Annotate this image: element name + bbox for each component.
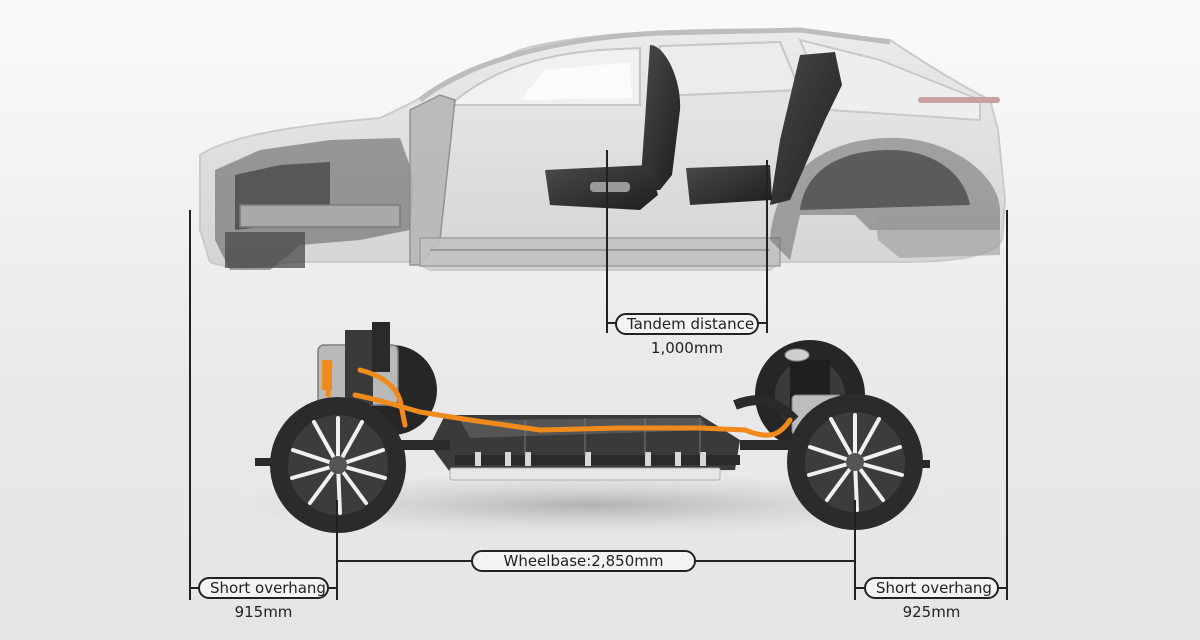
- vehicle-body-cutaway: [199, 27, 1007, 271]
- wheelbase-label: Wheelbase:2,850mm: [471, 550, 696, 572]
- rear-wheel: [787, 394, 923, 530]
- rear-overhang-value: 925mm: [902, 603, 961, 621]
- rear-overhang-label: Short overhang: [864, 577, 999, 599]
- front-overhang-value: 915mm: [234, 603, 293, 621]
- front-seat: [545, 45, 681, 210]
- high-voltage-cable: [325, 362, 793, 438]
- rear-seat: [686, 52, 842, 205]
- battery-pack: [430, 415, 740, 481]
- dimension-lines: [189, 150, 1008, 600]
- front-overhang-label: Short overhang: [198, 577, 329, 599]
- tandem-distance-value: 1,000mm: [650, 339, 724, 357]
- front-wheel: [270, 397, 406, 533]
- tandem-distance-label: Tandem distance: [615, 313, 759, 335]
